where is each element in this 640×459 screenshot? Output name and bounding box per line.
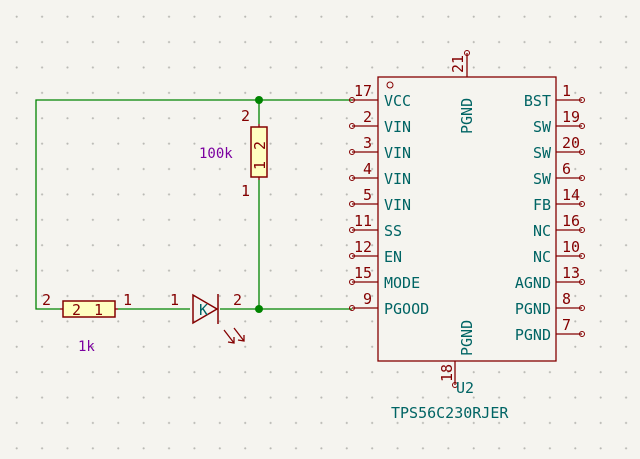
- ic-pin-left-name: EN: [384, 248, 402, 266]
- ic-pin-right-number: 1: [562, 82, 571, 100]
- ic-pin-right-name: NC: [533, 248, 551, 266]
- ic-pin-right-end: [579, 175, 585, 181]
- led-pin-cathode: 2: [233, 291, 242, 309]
- ic-pin-right-name: FB: [533, 196, 551, 214]
- led-label: K: [199, 301, 208, 319]
- ic-pin-left-name: VCC: [384, 92, 411, 110]
- ledres-inner-pin-a: 2: [72, 301, 81, 319]
- ic-pin-left-number: 15: [354, 264, 372, 282]
- pullup-pin-top: 2: [241, 107, 250, 125]
- ic-pin-right-end: [579, 253, 585, 259]
- ic-pin-right-end: [579, 331, 585, 337]
- wires: [35, 96, 352, 313]
- ic-pin-left-end: [349, 175, 355, 181]
- ic-pin-right-number: 14: [562, 186, 580, 204]
- pin1-marker: [386, 81, 394, 89]
- ic-pin-left-end: [349, 123, 355, 129]
- ic-pin-right-number: 8: [562, 290, 571, 308]
- ic-pin-left-number: 12: [354, 238, 372, 256]
- ic-reference: U2: [456, 379, 474, 397]
- ic-pin-right-name: NC: [533, 222, 551, 240]
- ic-u2[interactable]: 17VCC2VIN3VIN4VIN5VIN11SS12EN15MODE9PGOO…: [349, 50, 585, 423]
- ic-pin-bottom-name: PGND: [458, 320, 476, 356]
- ledres-body: [62, 300, 116, 318]
- ic-pin-left-end: [349, 201, 355, 207]
- ic-pin-left-name: VIN: [384, 170, 411, 188]
- resistor-led[interactable]: 2 1 2 1 1k: [42, 291, 132, 355]
- ic-pin-left-end: [349, 253, 355, 259]
- ic-pin-left-name: VIN: [384, 196, 411, 214]
- ic-pin-left-number: 2: [363, 108, 372, 126]
- led-pin-anode: 1: [170, 291, 179, 309]
- ic-pin-right-name: PGND: [515, 326, 551, 344]
- ic-pin-right-name: SW: [533, 170, 552, 188]
- ic-pin-top-number: 21: [449, 55, 467, 73]
- pullup-pin-bottom: 1: [241, 182, 250, 200]
- resistor-pullup[interactable]: 2 1 1 2 100k: [199, 107, 269, 200]
- ic-body: [377, 76, 557, 362]
- ic-pin-right-end: [579, 97, 585, 103]
- ic-pin-right-end: [579, 279, 585, 285]
- ic-pin-left-number: 3: [363, 134, 372, 152]
- ic-pin-right-end: [579, 149, 585, 155]
- ic-pin-right-end: [579, 305, 585, 311]
- ic-value: TPS56C230RJER: [391, 404, 509, 422]
- led-emission-arrows-icon: [223, 327, 245, 344]
- ledres-inner-pin-b: 1: [94, 301, 103, 319]
- ic-pin-right-end: [579, 227, 585, 233]
- ic-pin-left-number: 4: [363, 160, 372, 178]
- ic-pin-right-number: 20: [562, 134, 580, 152]
- ic-pin-right-number: 7: [562, 316, 571, 334]
- ic-pin-top-name: PGND: [458, 98, 476, 134]
- ic-pin-right-number: 10: [562, 238, 580, 256]
- ic-pin-bottom-end: [452, 382, 458, 388]
- pullup-value: 100k: [199, 146, 233, 162]
- ic-pin-left-name: SS: [384, 222, 402, 240]
- ic-pin-right-end: [579, 123, 585, 129]
- ledres-value: 1k: [78, 339, 95, 355]
- ic-pin-left-end: [349, 279, 355, 285]
- pullup-inner-pin-a: 1: [251, 161, 269, 170]
- ic-pin-right-name: BST: [524, 92, 551, 110]
- ledres-pin-left: 2: [42, 291, 51, 309]
- ic-pin-left-number: 9: [363, 290, 372, 308]
- led-diode[interactable]: 1 2 K: [170, 291, 245, 344]
- ic-pin-right-end: [579, 201, 585, 207]
- ic-pin-right-name: SW: [533, 144, 552, 162]
- ic-pin-right-number: 19: [562, 108, 580, 126]
- ic-pin-left-name: PGOOD: [384, 300, 429, 318]
- ic-pin-right-name: AGND: [515, 274, 551, 292]
- ic-pin-top-end: [464, 50, 470, 56]
- junction-pgood: [255, 305, 263, 313]
- ic-pin-left-name: MODE: [384, 274, 420, 292]
- ic-pin-right-name: PGND: [515, 300, 551, 318]
- ic-pin-left-name: VIN: [384, 144, 411, 162]
- ic-pin-left-end: [349, 227, 355, 233]
- ic-pin-bottom-number: 18: [438, 364, 456, 382]
- ic-pin-left-name: VIN: [384, 118, 411, 136]
- ledres-pin-right: 1: [123, 291, 132, 309]
- ic-pin-left-number: 5: [363, 186, 372, 204]
- ic-pin-right-number: 6: [562, 160, 571, 178]
- ic-pin-right-number: 16: [562, 212, 580, 230]
- ic-pin-left-number: 11: [354, 212, 372, 230]
- ic-pin-left-end: [349, 97, 355, 103]
- wire-vcc-loop[interactable]: [35, 99, 352, 310]
- ic-pin-left-end: [349, 149, 355, 155]
- ic-pin-left-end: [349, 305, 355, 311]
- junction-vcc: [255, 96, 263, 104]
- ic-pin-right-number: 13: [562, 264, 580, 282]
- ic-pin-right-name: SW: [533, 118, 552, 136]
- ic-pin-left-number: 17: [354, 82, 372, 100]
- pullup-inner-pin-b: 2: [251, 141, 269, 150]
- led-triangle: [192, 293, 219, 325]
